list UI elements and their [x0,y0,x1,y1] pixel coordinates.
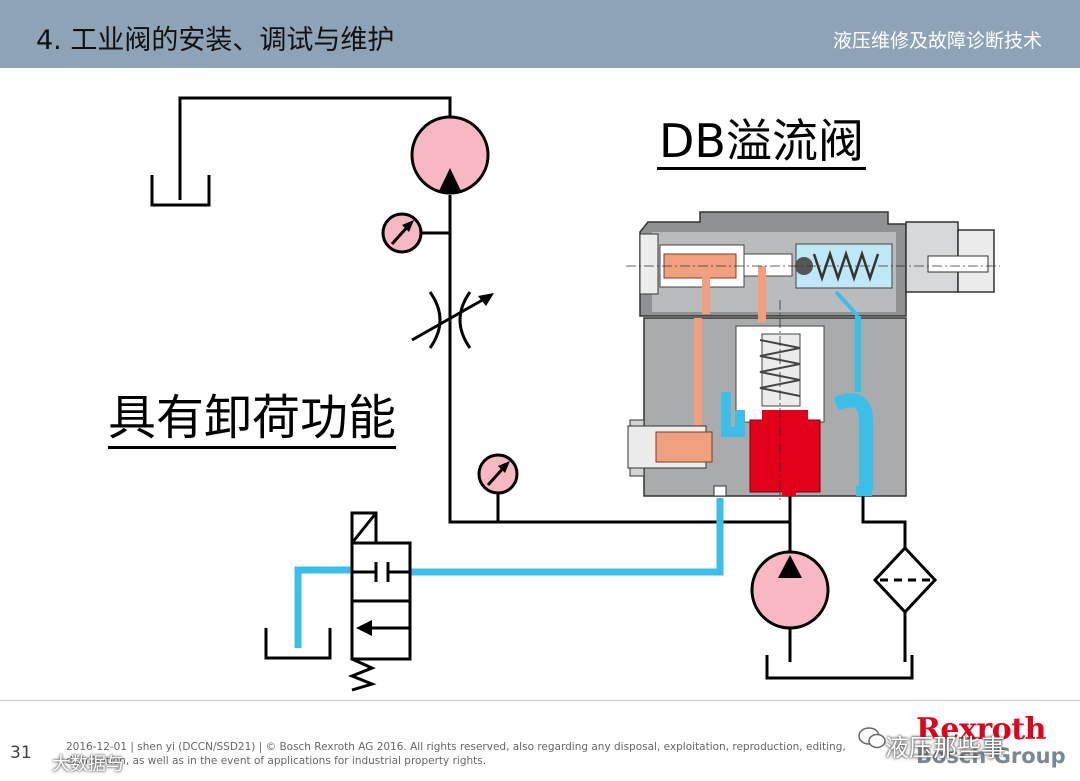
lower-tank [765,655,914,680]
pressure-gauge-lower-icon [477,453,519,495]
main-pressure-line [448,195,790,524]
wechat-icon [858,727,886,749]
hydraulic-circuit-diagram [150,96,1000,692]
throttle-arc-left [428,291,442,349]
upper-circuit [150,96,914,680]
course-title: 液压维修及故障诊断技术 [832,30,1042,52]
suction-line-upper [178,96,452,200]
unloading-function-label: 具有卸荷功能 [108,390,397,449]
db-valve-cross-section [626,211,1000,500]
pressure-gauge-upper-icon [381,212,423,254]
watermark-right: 液压那些事 [885,734,1005,762]
valve-spring [347,657,377,692]
filter-icon [872,545,938,615]
flow-arrow-icon [356,620,372,636]
footer-divider [0,700,1080,701]
upper-pump [410,115,490,195]
watermark-left: 大数据与 [52,754,124,775]
pilot-line [410,498,724,576]
bosch-group-logo: Bosch Group [916,744,1066,768]
tank-top-left [150,175,211,207]
pilot-drain-line [294,566,352,648]
lower-pump [750,550,830,630]
solenoid-directional-valve [347,511,412,692]
tank-lower-left [264,628,332,660]
valve-name-label: DB溢流阀 [657,114,866,170]
filter-line [861,492,907,548]
slide-header: 4. 工业阀的安装、调试与维护 液压维修及故障诊断技术 [0,0,1080,68]
slide-title: 4. 工业阀的安装、调试与维护 [36,25,395,56]
copyright-notice: 2016-12-01 | shen yi (DCCN/SSD21) | © Bo… [66,741,846,767]
throttle-arc-right [458,291,472,349]
page-number: 31 [10,743,32,763]
rexroth-logo: Rexroth [916,712,1046,747]
throttle-adjust-arrow [411,293,494,342]
